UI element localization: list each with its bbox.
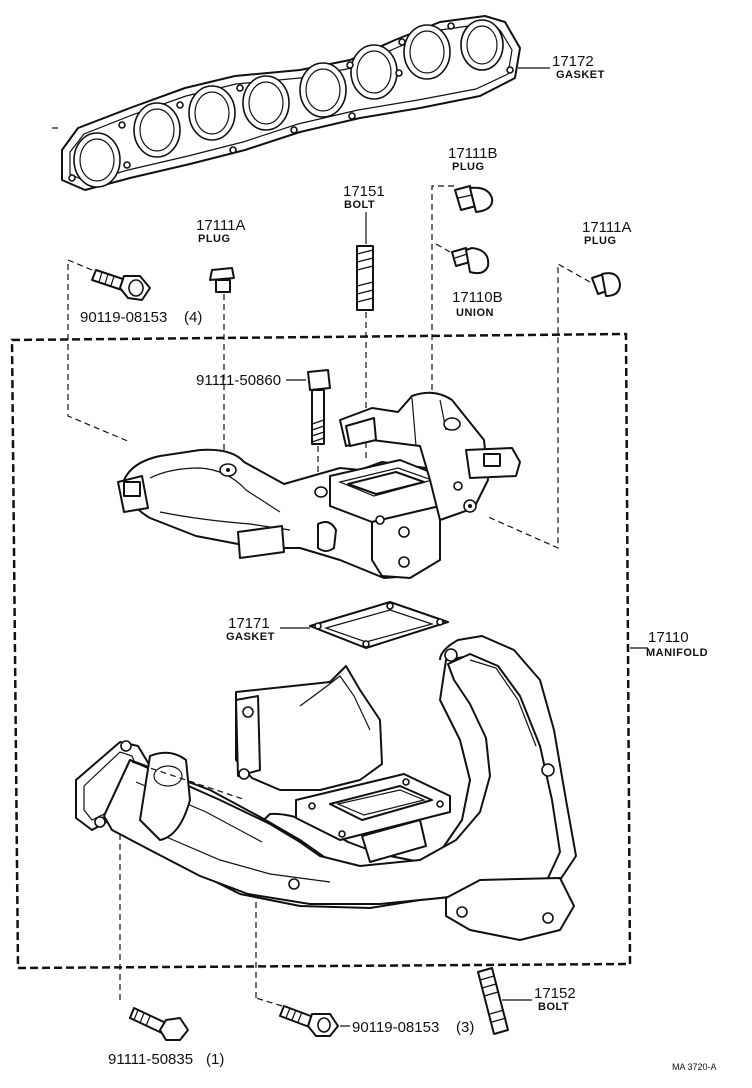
callout-17111a-right: 17111A PLUG xyxy=(582,219,632,247)
callout-17151: 17151 BOLT xyxy=(343,183,385,244)
gasket-port-3 xyxy=(188,85,236,141)
exhaust-gasket-17172[interactable] xyxy=(61,15,521,191)
callout-17172: 17172 GASKET xyxy=(518,53,605,81)
label-17110b-number: 17110B xyxy=(452,289,503,306)
gasket-port-2 xyxy=(133,102,181,158)
label-91111-50835-qty: (1) xyxy=(206,1051,224,1068)
label-17111a-left-number: 17111A xyxy=(196,217,246,234)
callout-90119-top: 90119-08153 (4) xyxy=(80,309,202,326)
label-17171-name: GASKET xyxy=(226,631,275,643)
gasket-port-1 xyxy=(73,132,121,188)
callout-90119-bottom: 90119-08153 (3) xyxy=(340,1019,474,1036)
label-90119-top-qty: (4) xyxy=(184,309,202,326)
flange-bolt-90119-top[interactable] xyxy=(91,269,151,301)
label-17111a-left-name: PLUG xyxy=(198,233,231,245)
label-17110-number: 17110 xyxy=(648,629,689,646)
figure-reference: MA 3720-A xyxy=(672,1062,717,1072)
callout-91111-50860: 91111-50860 xyxy=(196,372,306,389)
callout-17111a-left: 17111A PLUG xyxy=(196,217,246,245)
gasket-port-6 xyxy=(350,44,398,100)
callout-91111-50835: 91111-50835 (1) xyxy=(108,1051,224,1068)
flange-bolt-90119-bottom[interactable] xyxy=(279,1005,339,1037)
label-17111a-right-name: PLUG xyxy=(584,235,617,247)
label-17172-number: 17172 xyxy=(552,53,594,70)
callout-17110b: 17110B UNION xyxy=(452,289,503,319)
plug-17111a-left[interactable] xyxy=(209,267,235,293)
label-17172-name: GASKET xyxy=(556,69,605,81)
label-17111b-name: PLUG xyxy=(452,161,485,173)
label-17110-name: MANIFOLD xyxy=(646,647,708,659)
callout-17111b: 17111B PLUG xyxy=(448,145,498,173)
callout-17171: 17171 GASKET xyxy=(226,615,310,643)
gasket-port-7 xyxy=(403,24,451,80)
label-17111b-number: 17111B xyxy=(448,145,498,162)
stud-bolt-17151[interactable] xyxy=(356,245,374,311)
exhaust-manifold-lower[interactable] xyxy=(75,635,577,941)
callout-17152: 17152 BOLT xyxy=(502,985,576,1013)
stud-bolt-17152[interactable] xyxy=(477,967,509,1035)
label-17152-name: BOLT xyxy=(538,1001,569,1013)
label-17151-number: 17151 xyxy=(343,183,385,200)
carb-gasket-17171[interactable] xyxy=(309,601,449,649)
label-17110b-name: UNION xyxy=(456,307,494,319)
plug-17111b[interactable] xyxy=(454,185,494,213)
label-17151-name: BOLT xyxy=(344,199,375,211)
plug-17111a-right[interactable] xyxy=(591,272,621,297)
label-91111-50860-number: 91111-50860 xyxy=(196,372,281,389)
manifold-assembly-frame xyxy=(10,332,632,970)
gasket-port-8 xyxy=(460,19,504,71)
label-17111a-right-number: 17111A xyxy=(582,219,632,236)
label-90119-top-number: 90119-08153 xyxy=(80,309,167,326)
gasket-port-4 xyxy=(242,75,290,131)
gasket-port-5 xyxy=(299,62,347,118)
callout-17110: 17110 MANIFOLD xyxy=(630,629,708,659)
bolt-91111-50835[interactable] xyxy=(129,1007,189,1041)
gasket-bolt-holes xyxy=(68,22,514,182)
bolt-91111-50860[interactable] xyxy=(307,369,331,445)
label-17171-number: 17171 xyxy=(228,615,270,632)
label-91111-50835-number: 91111-50835 xyxy=(108,1051,193,1068)
label-90119-bottom-qty: (3) xyxy=(456,1019,474,1036)
label-90119-bottom-number: 90119-08153 xyxy=(352,1019,439,1036)
intake-manifold-upper[interactable] xyxy=(117,391,521,579)
union-17110b[interactable] xyxy=(451,247,490,275)
label-17152-number: 17152 xyxy=(534,985,576,1002)
